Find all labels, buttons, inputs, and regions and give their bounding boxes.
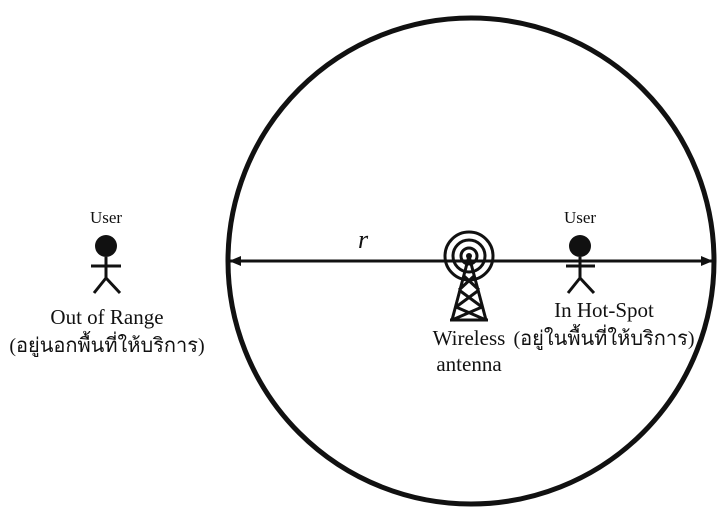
radius-label: r [358, 225, 369, 254]
antenna-icon [443, 230, 495, 322]
antenna-tower-icon [450, 255, 488, 322]
user-in-tag: User [564, 208, 596, 227]
person-icon [91, 235, 122, 295]
antenna-label-line2: antenna [436, 352, 502, 376]
person-icon [566, 235, 596, 295]
user-out-status-thai: (อยู่นอกพื้นที่ให้บริการ) [9, 331, 204, 358]
antenna-label-line1: Wireless [433, 326, 506, 350]
user-out-tag: User [90, 208, 122, 227]
coverage-circle [225, 15, 717, 507]
user-in-status: In Hot-Spot [554, 298, 654, 322]
user-out-status: Out of Range [50, 305, 163, 329]
user-in-status-thai: (อยู่ในพื้นที่ให้บริการ) [514, 324, 695, 351]
